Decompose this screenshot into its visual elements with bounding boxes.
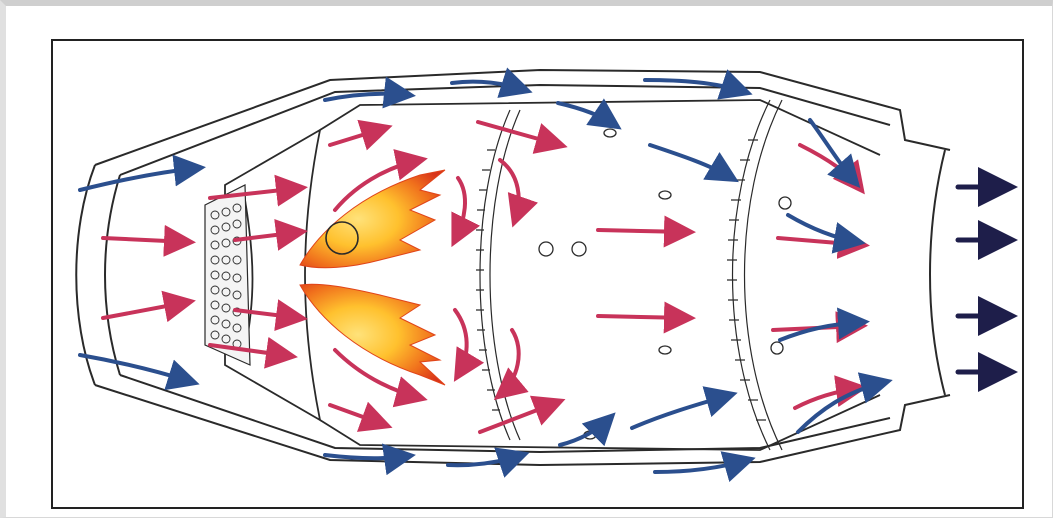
inlet-mouth xyxy=(76,165,95,385)
cold-air-arrows xyxy=(80,80,885,472)
blue-arrow xyxy=(80,168,198,190)
blue-arrow xyxy=(632,395,730,428)
flame-tube xyxy=(225,100,880,450)
red-arrow xyxy=(330,405,385,425)
red-arrow xyxy=(478,122,560,145)
red-arrow xyxy=(500,330,519,395)
red-arrow xyxy=(500,160,519,220)
dilution-hole xyxy=(659,346,671,354)
inlet-mouth-inner xyxy=(105,175,120,375)
red-arrow xyxy=(455,178,465,240)
red-arrow xyxy=(598,230,688,232)
blue-arrow xyxy=(560,418,610,445)
flame-upper xyxy=(300,170,445,268)
blue-arrow xyxy=(650,145,732,178)
flame-lower xyxy=(300,284,445,385)
red-arrow xyxy=(598,316,688,318)
blue-arrow xyxy=(80,355,192,382)
dilution-hole xyxy=(771,342,783,354)
red-arrow xyxy=(103,238,188,242)
blue-arrow xyxy=(325,94,408,100)
exhaust-arrows xyxy=(958,187,1008,372)
blue-arrow xyxy=(325,455,408,458)
dilution-hole xyxy=(659,191,671,199)
red-arrow xyxy=(480,402,558,432)
flame-zone xyxy=(300,170,445,385)
red-arrow xyxy=(330,128,385,145)
cooling-ring-2 xyxy=(727,100,782,450)
dilution-hole xyxy=(604,129,616,137)
dilution-hole xyxy=(779,197,791,209)
dilution-hole xyxy=(539,242,553,256)
casing-inner-bottom xyxy=(120,375,890,452)
red-arrow xyxy=(103,302,188,318)
blue-arrow xyxy=(810,120,855,182)
liner-top xyxy=(320,100,880,155)
cooling-ring-1 xyxy=(476,110,520,440)
casing-top-line xyxy=(95,70,950,165)
red-arrow xyxy=(210,188,300,198)
blue-arrow xyxy=(558,103,615,125)
exhaust-lip xyxy=(930,150,945,395)
red-arrow xyxy=(455,310,467,375)
dilution-hole xyxy=(572,242,586,256)
liner-bottom xyxy=(320,395,880,450)
